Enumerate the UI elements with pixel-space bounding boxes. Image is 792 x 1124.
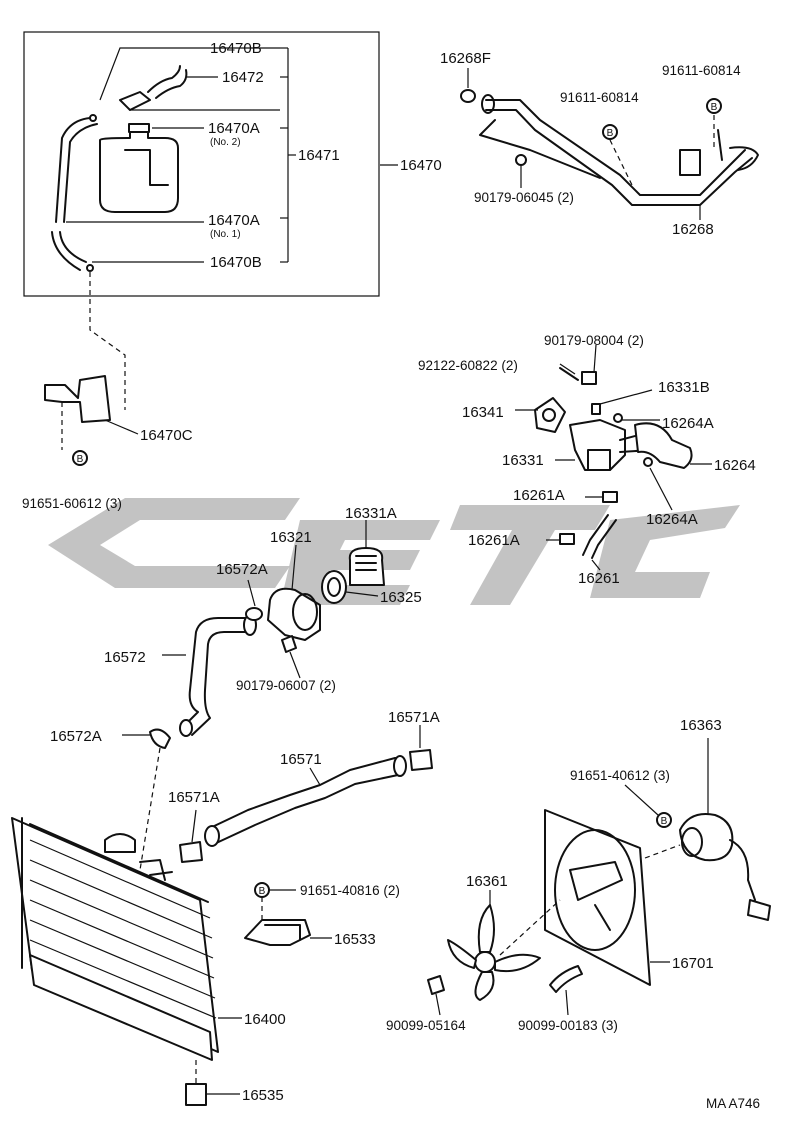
hose-16572 — [122, 579, 263, 871]
label-16572A-left: 16572A — [50, 728, 102, 745]
label-90179-08004: 90179-08004 (2) — [544, 333, 644, 348]
thermostat-group — [267, 520, 385, 679]
label-16361: 16361 — [466, 873, 508, 890]
reservoir-tank — [99, 129, 179, 213]
b-marker: B — [259, 886, 266, 897]
label-16572: 16572 — [104, 649, 146, 666]
label-16571A-top: 16571A — [388, 709, 440, 726]
label-16341: 16341 — [462, 404, 504, 421]
hose-16472 — [147, 65, 188, 99]
pipe-16268 — [460, 68, 759, 220]
label-16264A-bottom: 16264A — [646, 511, 698, 528]
label-16268F: 16268F — [440, 50, 491, 67]
label-90099-05164: 90099-05164 — [386, 1018, 466, 1033]
label-90179-06045: 90179-06045 (2) — [474, 190, 574, 205]
label-16535: 16535 — [242, 1087, 284, 1104]
fan-shroud-16701 — [544, 809, 670, 986]
label-16533: 16533 — [334, 931, 376, 948]
label-16331B: 16331B — [658, 379, 710, 396]
thermostat-16331A — [348, 547, 385, 586]
label-92122-60822: 92122-60822 (2) — [418, 358, 518, 373]
b-marker: B — [77, 454, 84, 465]
label-16470C: 16470C — [140, 427, 193, 444]
label-91651-60612: 91651-60612 (3) — [22, 496, 122, 511]
b-marker: B — [661, 816, 668, 827]
label-16261A-top: 16261A — [513, 487, 565, 504]
label-91611-mid: 91611-60814 — [560, 90, 639, 105]
label-16331A: 16331A — [345, 505, 397, 522]
label-16470B-bottom: 16470B — [210, 254, 262, 271]
hose-16261 — [582, 514, 617, 559]
label-16470A-no2-note: (No. 2) — [210, 137, 241, 148]
label-16400: 16400 — [244, 1011, 286, 1028]
label-16470B-top: 16470B — [210, 40, 262, 57]
label-16470: 16470 — [400, 157, 442, 174]
bracket-16533 — [244, 882, 332, 946]
label-16363: 16363 — [680, 717, 722, 734]
label-16261A-bottom: 16261A — [468, 532, 520, 549]
hose-16264 — [634, 422, 693, 469]
label-16470A-no2: 16470A — [208, 120, 260, 137]
reservoir-hose — [55, 117, 98, 223]
label-16331: 16331 — [502, 452, 544, 469]
fan-16361 — [427, 890, 583, 1016]
label-16470A-no1-note: (No. 1) — [210, 229, 241, 240]
gasket-16325 — [321, 570, 347, 604]
reservoir-cap — [119, 91, 151, 111]
diagram-code: MA A746 — [706, 1096, 760, 1111]
reservoir-group — [23, 31, 398, 297]
label-16325: 16325 — [380, 589, 422, 606]
label-16264A-top: 16264A — [662, 415, 714, 432]
label-91651-40612: 91651-40612 (3) — [570, 768, 670, 783]
label-16571A-left: 16571A — [168, 789, 220, 806]
b-marker: B — [711, 102, 718, 113]
radiator-16400 — [11, 817, 242, 1106]
label-16470A-no1: 16470A — [208, 212, 260, 229]
label-16268: 16268 — [672, 221, 714, 238]
label-16572A-top: 16572A — [216, 561, 268, 578]
label-16321: 16321 — [270, 529, 312, 546]
label-90099-00183: 90099-00183 (3) — [518, 1018, 618, 1033]
label-91651-40816: 91651-40816 (2) — [300, 883, 400, 898]
label-16472: 16472 — [222, 69, 264, 86]
hose-16571 — [179, 725, 433, 863]
label-16261: 16261 — [578, 570, 620, 587]
label-90179-06007: 90179-06007 (2) — [236, 678, 336, 693]
bracket-16470C — [44, 375, 139, 466]
water-outlet-group — [515, 344, 712, 571]
label-91611-right: 91611-60814 — [662, 63, 741, 78]
label-16471: 16471 — [298, 147, 340, 164]
label-16571: 16571 — [280, 751, 322, 768]
gasket-16341 — [534, 397, 566, 433]
label-16701: 16701 — [672, 955, 714, 972]
label-16264: 16264 — [714, 457, 756, 474]
fan-motor-16363 — [624, 738, 771, 921]
drain-16535 — [185, 1083, 207, 1106]
b-marker: B — [607, 128, 614, 139]
outlet-16331 — [569, 419, 626, 471]
